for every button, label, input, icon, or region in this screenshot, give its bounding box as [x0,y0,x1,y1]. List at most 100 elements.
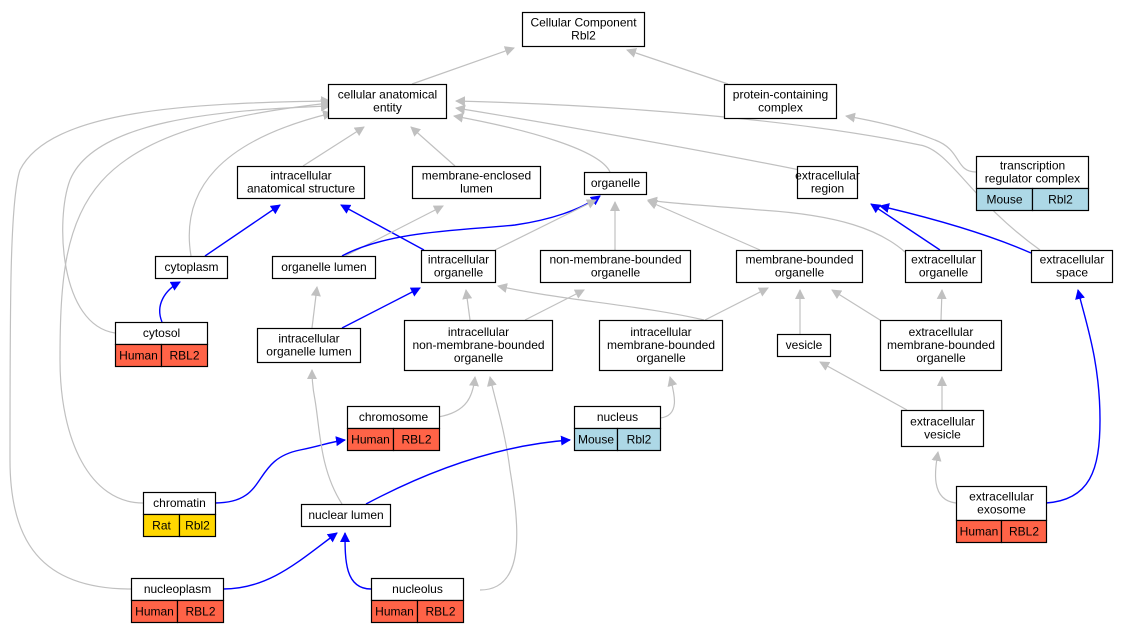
node-box [598,319,724,372]
edge-ico-to-org [494,199,597,251]
node-cyt[interactable]: cytoplasm [154,255,229,280]
node-label-line: extracellular [909,325,974,339]
edge-inm-to-ico [462,289,473,321]
gene-badge-cell [1000,519,1048,544]
edge-iol-to-orl [310,286,321,329]
node-box [975,155,1090,190]
node-ves[interactable]: vesicle [776,333,832,358]
node-box [583,171,648,196]
node-label-line: protein-containing [733,88,828,102]
node-box [411,165,542,200]
edge-cyt-to-ias [204,204,281,257]
node-label-line: organelle [775,266,825,280]
edge-org-to-cae [453,112,611,173]
node-box [403,319,554,372]
node-box [300,503,392,528]
gene-label: RBL2 [185,605,215,619]
edge-nlo-to-inm [479,376,518,591]
species-label: Mouse [986,193,1022,207]
node-nul[interactable]: nuclear lumen [300,503,392,528]
node-org[interactable]: organelle [583,171,648,196]
edge-pcc-to-root [626,48,729,85]
edge-exe-to-exv [931,451,957,504]
edge-nul-to-iol [307,369,343,505]
node-label-line: non-membrane-bounded [412,338,544,352]
gene-badge-cell [392,427,441,452]
node-label-line: Cellular Component [530,16,637,30]
node-label-line: extracellular [911,253,976,267]
edge-exv-to-ves [819,361,908,411]
node-box [879,319,1003,372]
node-box [271,255,377,280]
species-label: Human [960,525,999,539]
node-box [256,327,362,364]
species-label: Human [135,605,174,619]
edge-ico-to-ias [340,204,425,251]
node-label-line: cytosol [143,326,180,340]
edge-chm-to-chr [214,436,346,504]
edge-imb-to-mbo [704,287,769,321]
gene-badge-cell [616,427,662,452]
node-label-line: organelle lumen [281,260,366,274]
node-label-line: organelle [454,351,504,365]
gene-label: RBL2 [425,605,455,619]
gene-label: RBL2 [401,433,431,447]
node-label-line: lumen [460,182,493,196]
node-inm[interactable]: intracellularnon-membrane-boundedorganel… [403,319,554,372]
edge-emb-to-exo [936,289,947,321]
edge-inm-to-nmb [524,289,585,321]
node-box [776,333,832,358]
edge-npl-to-cae [9,96,331,590]
node-label-line: vesicle [786,338,823,352]
node-box [900,409,985,448]
edge-imb-to-ico [497,283,705,321]
node-label-line: extracellular [969,490,1034,504]
node-label-line: organelle [434,266,484,280]
edge-cys-to-cae [62,101,331,334]
node-box [539,249,692,284]
edge-exo-to-exr [870,203,941,251]
edge-cyt-to-cae [188,110,333,257]
edge-iol-to-ico [341,287,421,329]
node-label-line: intracellular [278,332,339,346]
gene-badge-cell [176,599,225,624]
edge-mel-to-cae [410,126,456,167]
node-box [955,485,1048,522]
node-box [327,83,448,120]
node-label-line: nucleus [597,410,638,424]
node-box [420,249,497,284]
edge-exs-to-cae [455,96,1041,251]
species-label: Rat [152,519,171,533]
node-label-line: entity [373,101,402,115]
node-label-line: Rbl2 [571,29,596,43]
edge-cys-to-cyt [159,281,181,323]
node-orl[interactable]: organelle lumen [271,255,377,280]
node-box [735,249,864,284]
node-label-line: intracellular [428,253,489,267]
edge-chm-to-cae [59,98,331,504]
